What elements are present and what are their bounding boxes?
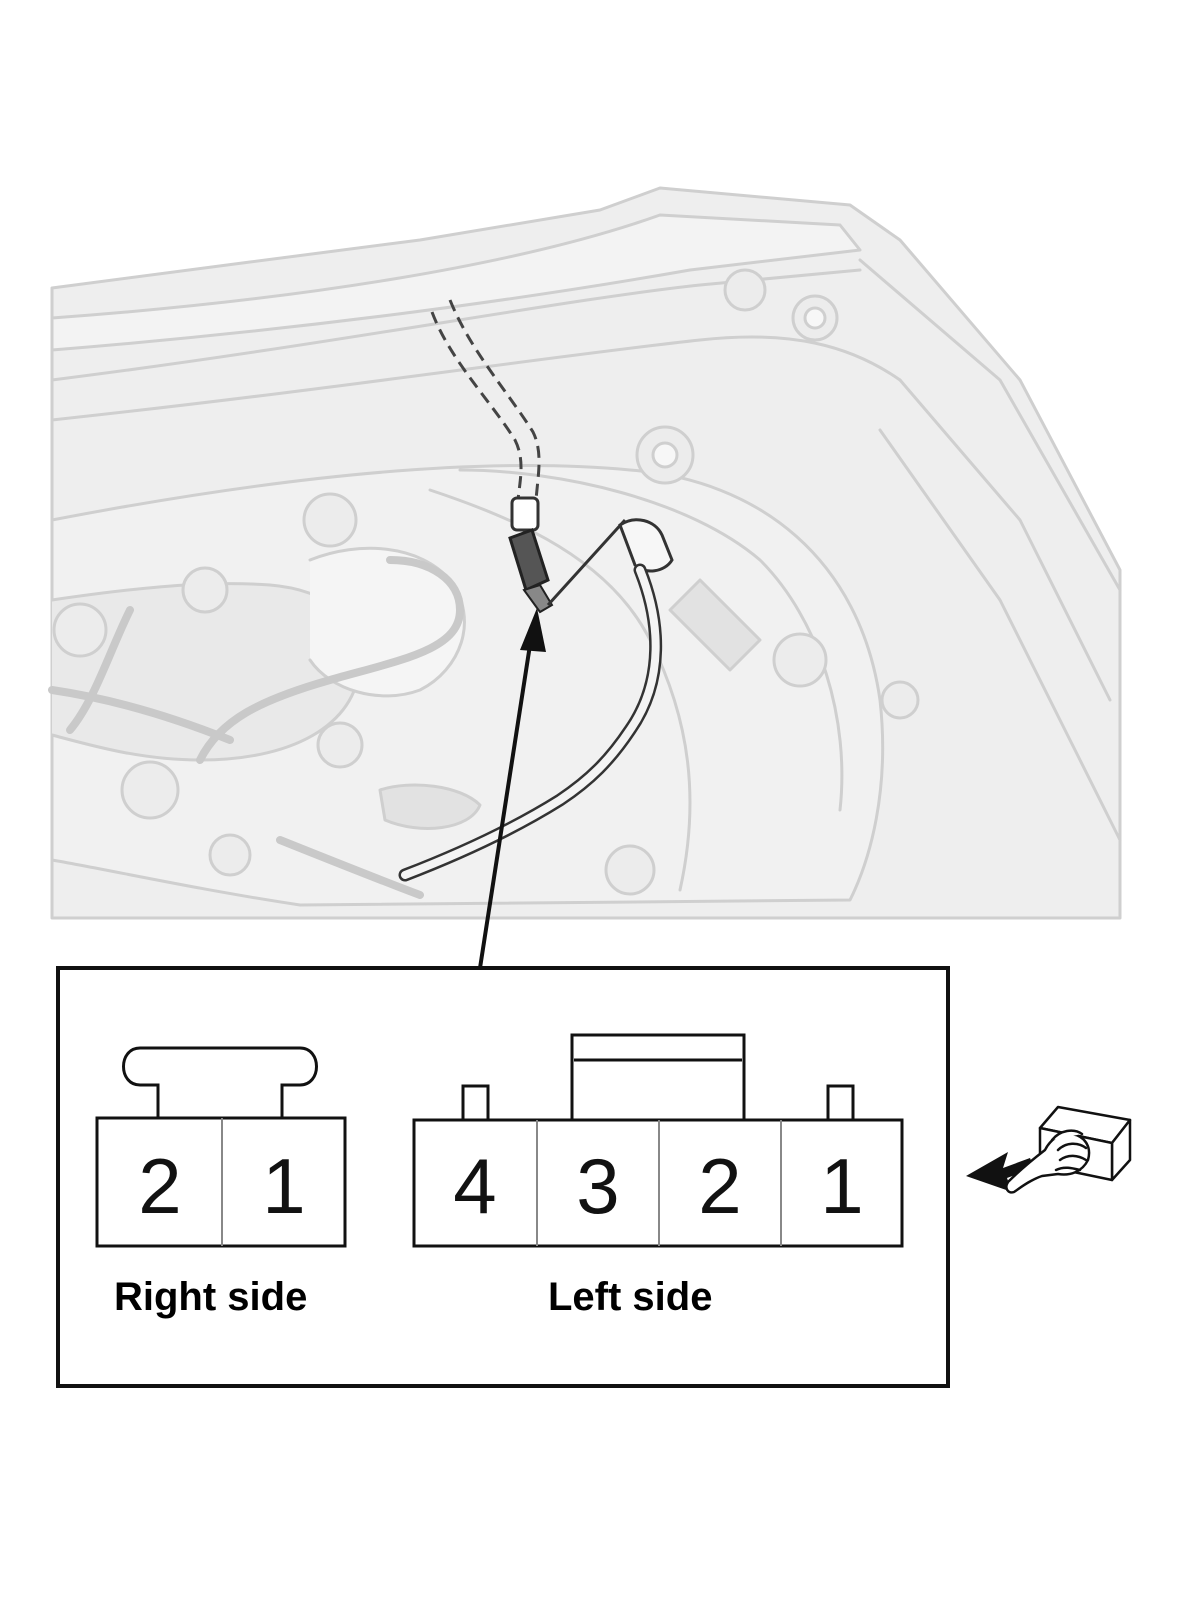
right-connector-pin-2: 2	[138, 1142, 181, 1230]
hand-connector-view-icon	[966, 1105, 1132, 1194]
left-connector-pin-3: 3	[576, 1142, 619, 1230]
trunk-lid-illustration	[48, 186, 1122, 920]
right-connector-pin-1: 1	[262, 1142, 305, 1230]
right-side-connector	[95, 1046, 347, 1248]
hidden-wire-path	[430, 299, 541, 501]
pointer-arrow-icon	[478, 608, 546, 969]
left-connector-pin-4: 4	[453, 1142, 496, 1230]
left-side-label: Left side	[548, 1275, 712, 1319]
right-side-label: Right side	[114, 1275, 307, 1319]
left-side-connector	[412, 1033, 904, 1248]
left-connector-pin-2: 2	[698, 1142, 741, 1230]
connector-harness	[398, 496, 674, 882]
left-connector-pin-1: 1	[820, 1142, 863, 1230]
